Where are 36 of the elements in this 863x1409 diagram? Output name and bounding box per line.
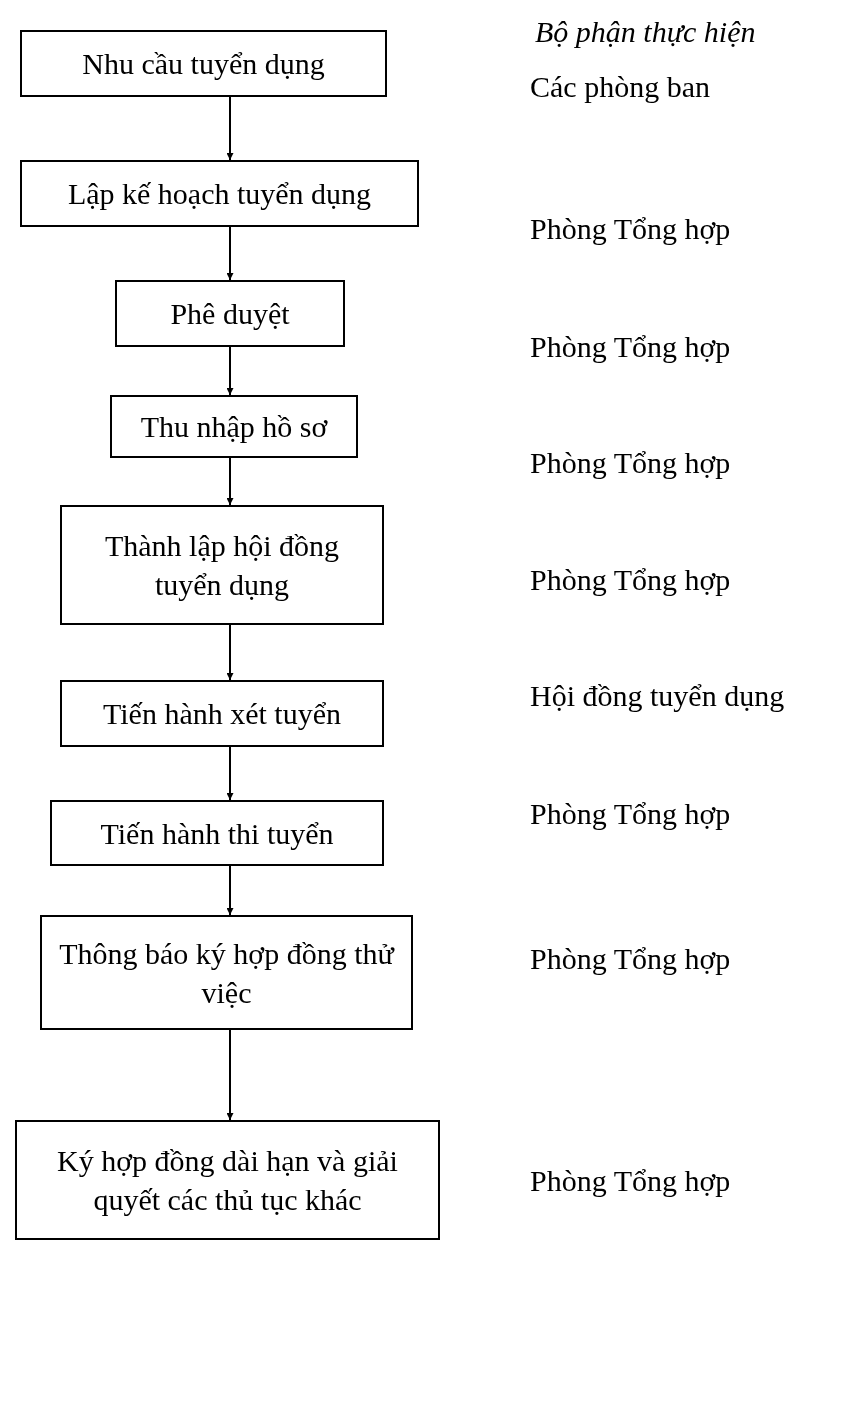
- department-label: Phòng Tổng hợp: [530, 563, 731, 597]
- process-box: [60, 505, 384, 625]
- step-text: Tiến hành xét tuyển: [102, 696, 341, 732]
- step-text: Lập kế hoạch tuyển dụng: [67, 176, 372, 212]
- arrow: [226, 746, 234, 801]
- process-box: [20, 160, 419, 227]
- arrow: [226, 346, 234, 396]
- department-label: Phòng Tổng hợp: [530, 446, 731, 480]
- step-text: Thu nhập hồ sơ: [140, 409, 328, 445]
- process-box: [15, 1120, 440, 1240]
- step-text: Phê duyệt: [170, 296, 290, 332]
- department-label: Hội đồng tuyển dụng: [530, 679, 785, 713]
- step-text: Tiến hành thi tuyển: [100, 815, 334, 852]
- arrow: [226, 865, 234, 916]
- department-label: Phòng Tổng hợp: [530, 330, 731, 364]
- arrow: [226, 1029, 234, 1121]
- step-text: Thông báo ký hợp đồng thử việc: [58, 935, 396, 1011]
- process-box: [115, 280, 345, 347]
- column-heading: Bộ phận thực hiện: [535, 15, 756, 49]
- department-label: Phòng Tổng hợp: [530, 942, 731, 976]
- process-box: [60, 680, 384, 747]
- arrow: [226, 226, 234, 281]
- step-text: Nhu cầu tuyển dụng: [82, 46, 325, 82]
- process-box: [50, 800, 384, 866]
- step-text: Thành lập hội đồng tuyển dụng: [103, 528, 341, 603]
- arrow: [226, 96, 234, 161]
- process-box: [110, 395, 358, 458]
- arrow: [226, 457, 234, 506]
- process-box: [40, 915, 413, 1030]
- department-label: Phòng Tổng hợp: [530, 1164, 731, 1198]
- step-text: Ký hợp đồng dài hạn và giải quyết các thủ tục khác: [56, 1143, 399, 1218]
- department-label: Phòng Tổng hợp: [530, 212, 731, 246]
- department-label: Phòng Tổng hợp: [530, 797, 731, 831]
- process-box: [20, 30, 387, 97]
- department-label: Các phòng ban: [530, 70, 710, 104]
- arrow: [226, 624, 234, 681]
